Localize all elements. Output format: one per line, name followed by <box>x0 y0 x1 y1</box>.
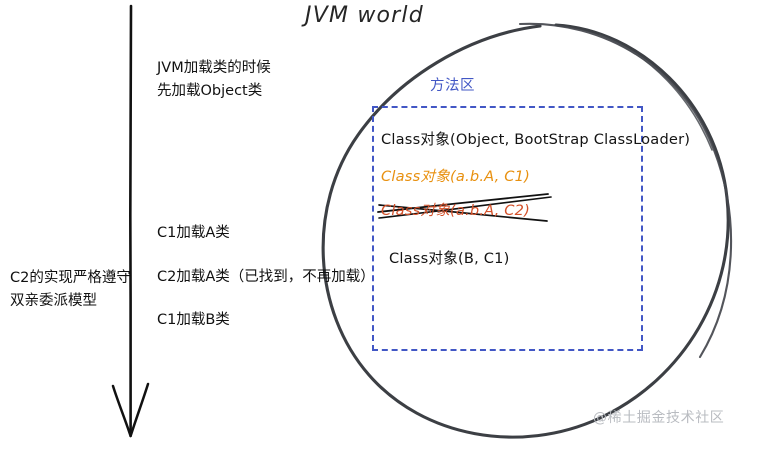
class-object-entry-object: Class对象(Object, BootStrap ClassLoader) <box>381 131 691 148</box>
note-load-order: JVM加载类的时候 先加载Object类 <box>157 60 271 100</box>
note-parent-delegation: C2的实现严格遵守 双亲委派模型 <box>10 270 131 310</box>
note-c1-loads-a: C1加载A类 <box>157 225 230 241</box>
note-c2-loads-a: C2加载A类（已找到，不再加载） <box>157 269 375 285</box>
class-object-entry-a-c2-struck: Class对象(a.b.A, C2) <box>381 202 531 219</box>
timeline-arrow <box>111 4 150 438</box>
class-object-entry-a-c1: Class对象(a.b.A, C1) <box>381 168 531 185</box>
class-object-entry-b-c1: Class对象(B, C1) <box>389 250 510 267</box>
watermark: @稀土掘金技术社区 <box>593 410 725 426</box>
method-area-label: 方法区 <box>430 78 475 94</box>
page-title: JVM world <box>305 3 424 28</box>
note-c1-loads-b: C1加载B类 <box>157 312 230 328</box>
method-area-box <box>372 106 643 351</box>
